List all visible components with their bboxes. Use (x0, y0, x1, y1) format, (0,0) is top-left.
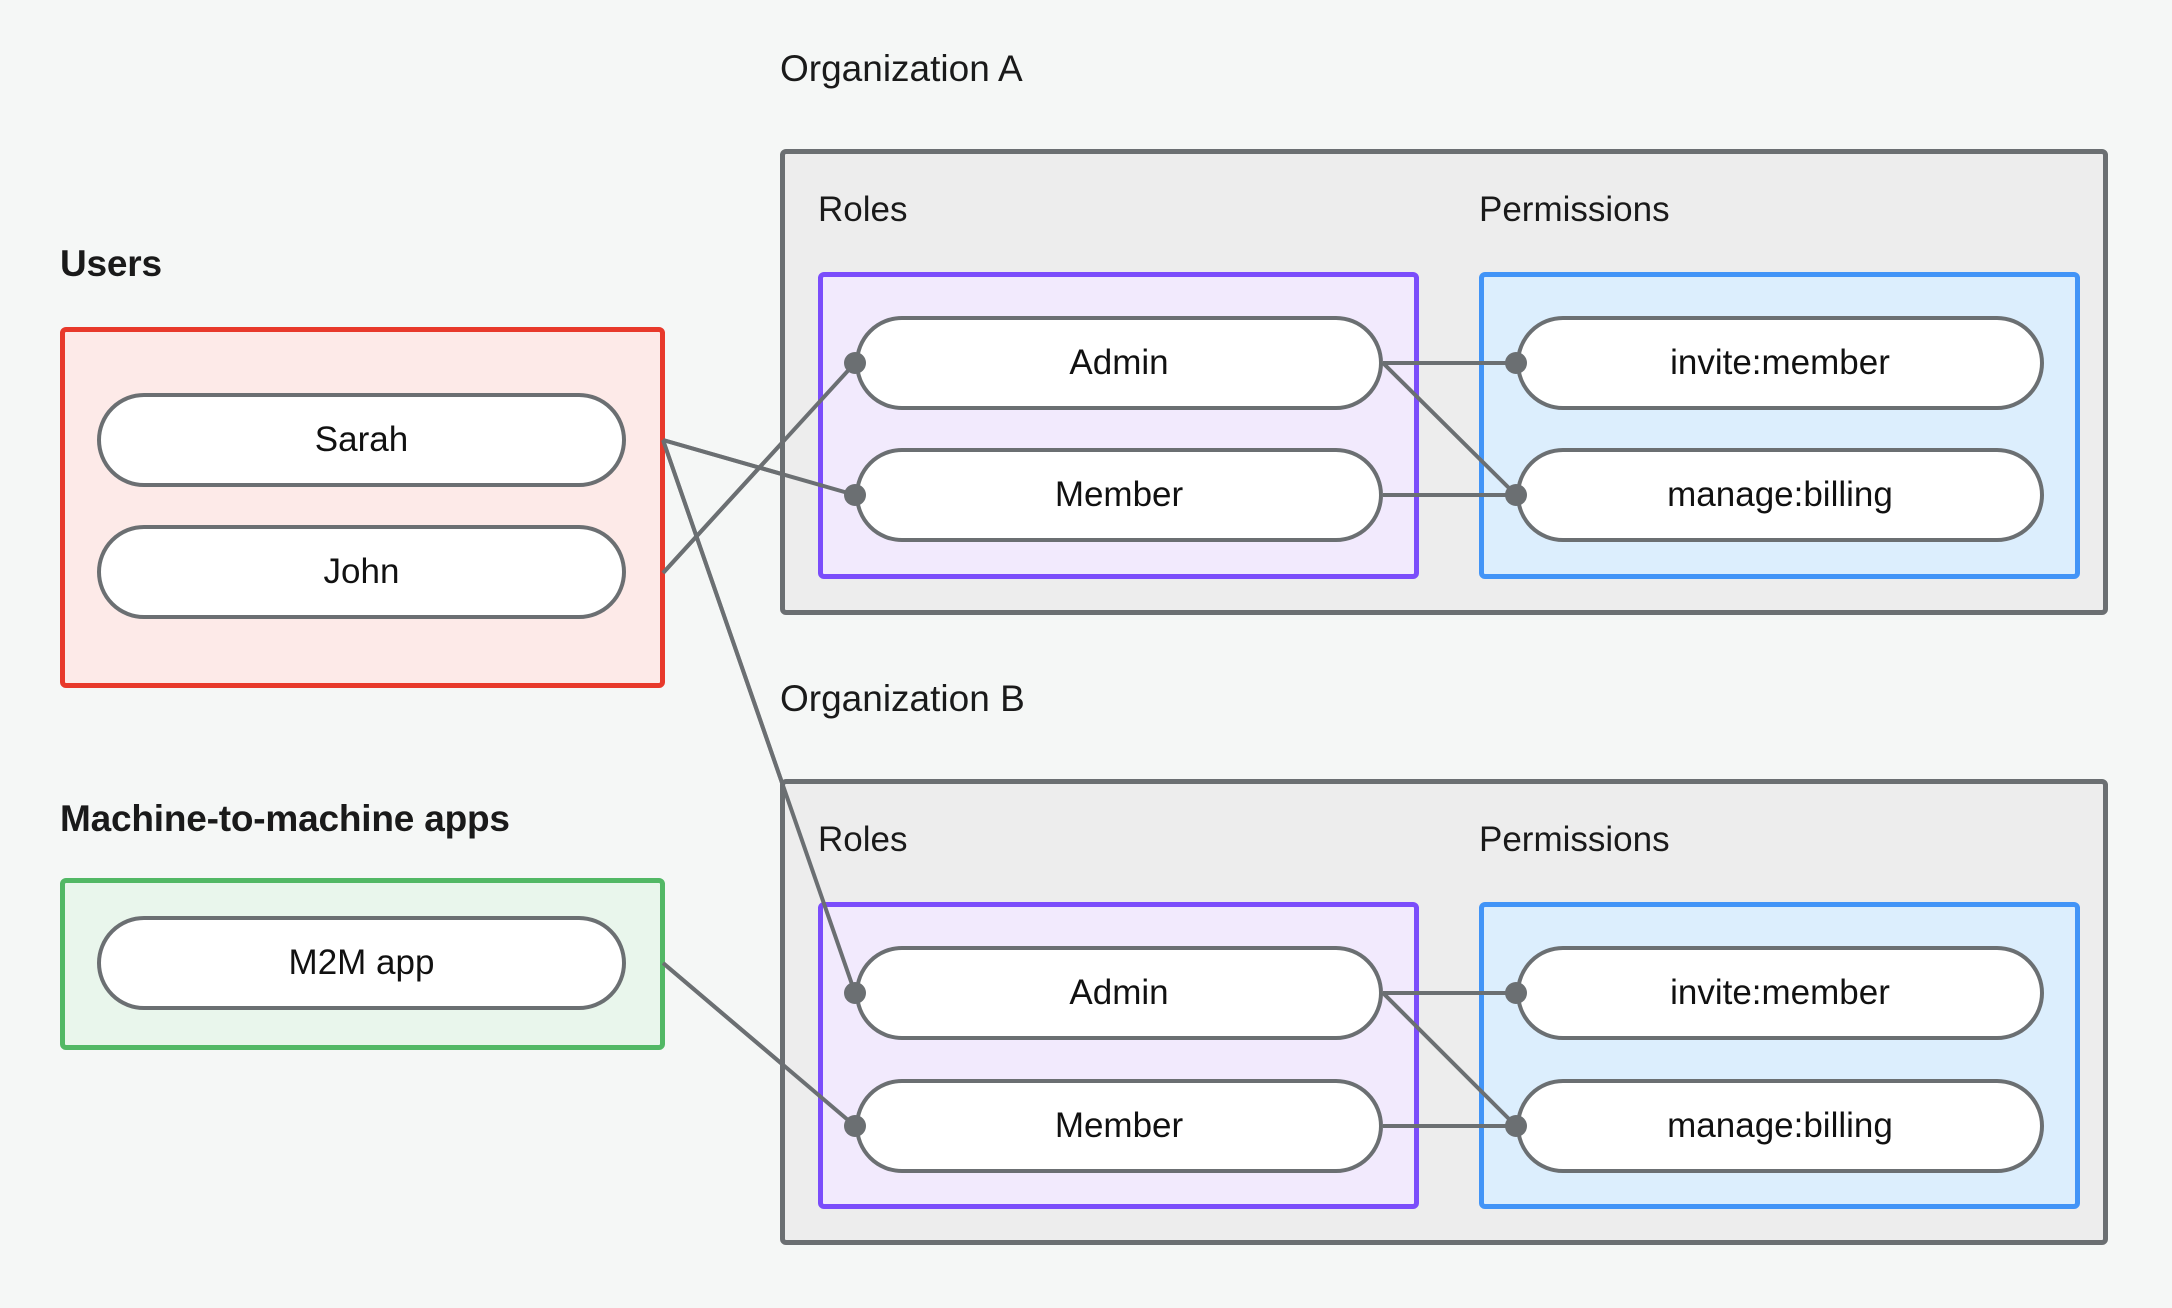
role-node-orga-admin[interactable]: Admin (855, 316, 1383, 410)
users-group-box (60, 327, 665, 688)
role-node-orga-member[interactable]: Member (855, 448, 1383, 542)
permission-node-orga-manage-billing[interactable]: manage:billing (1516, 448, 2044, 542)
m2m-group-label: Machine-to-machine apps (60, 798, 510, 839)
permission-node-orgb-invite-member[interactable]: invite:member (1516, 946, 2044, 1040)
role-node-orgb-admin[interactable]: Admin (855, 946, 1383, 1040)
role-node-orgb-member[interactable]: Member (855, 1079, 1383, 1173)
organization-a-roles-label: Roles (818, 190, 908, 229)
user-node-sarah[interactable]: Sarah (97, 393, 626, 487)
organization-b-permissions-label: Permissions (1479, 820, 1670, 859)
organization-a-permissions-label: Permissions (1479, 190, 1670, 229)
user-node-john[interactable]: John (97, 525, 626, 619)
permission-node-orgb-manage-billing[interactable]: manage:billing (1516, 1079, 2044, 1173)
m2m-node-app[interactable]: M2M app (97, 916, 626, 1010)
organization-b-roles-label: Roles (818, 820, 908, 859)
organization-a-label: Organization A (780, 48, 1023, 89)
organization-b-label: Organization B (780, 678, 1025, 719)
permission-node-orga-invite-member[interactable]: invite:member (1516, 316, 2044, 410)
users-group-label: Users (60, 243, 162, 284)
